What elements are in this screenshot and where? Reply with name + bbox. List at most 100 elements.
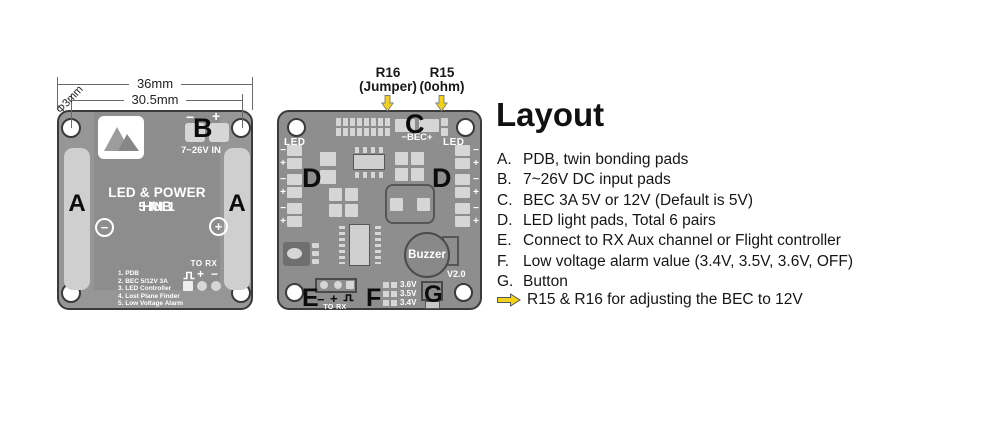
version-label: V2.0: [447, 269, 466, 279]
legend-item-e: E. Connect to RX Aux channel or Flight c…: [497, 232, 841, 250]
jumper-pad: [357, 118, 362, 126]
r16-jumper-pad-grid: [336, 118, 390, 136]
jumper-pad: [364, 118, 369, 126]
callout-r15: R15 (0ohm): [413, 65, 471, 95]
smd-pad: [320, 170, 336, 184]
mounting-hole: [454, 283, 473, 302]
legend-item-g: G. Button: [497, 273, 568, 291]
legend-key: A.: [497, 151, 512, 168]
jumper-pad: [385, 128, 390, 136]
pwm-pulse-icon: [183, 271, 195, 280]
voltage-pad: [383, 300, 389, 306]
bec-silkscreen: −BEC+: [401, 132, 433, 143]
rx-pad: [346, 281, 354, 289]
jumper-pad: [378, 118, 383, 126]
pwm-pulse-icon: [343, 294, 354, 302]
polarity-mark: −: [473, 203, 479, 214]
rx-plus-mark: +: [330, 291, 338, 306]
feature-item: 3. LED Controller: [118, 285, 172, 293]
smd-pad: [345, 188, 358, 201]
power-input-pad-pos: [209, 123, 229, 142]
smd-pad: [395, 152, 408, 165]
label-C: C: [405, 109, 425, 139]
smd-pad: [312, 259, 319, 264]
dim-tick: [57, 77, 58, 110]
buzzer: Buzzer: [404, 232, 450, 278]
jumper-pad: [350, 128, 355, 136]
smd-pad: [320, 152, 336, 166]
rx-caption: TO RX: [323, 304, 347, 311]
status-led-lens: [287, 248, 302, 259]
rx-pad: [320, 281, 328, 289]
smd-pad: [329, 188, 342, 201]
rx-connector-outline: [315, 278, 357, 293]
ic-pins: [355, 172, 383, 178]
buzzer-label: Buzzer: [408, 249, 446, 261]
jumper-pad: [378, 128, 383, 136]
legend-text: Low voltage alarm value (3.4V, 3.5V, 3.6…: [523, 253, 853, 270]
mounting-hole: [287, 118, 306, 137]
legend-item-a: A. PDB, twin bonding pads: [497, 151, 688, 169]
led-pad: [287, 174, 302, 185]
legend-text: 7~26V DC input pads: [523, 171, 671, 188]
dim-label-outer: 36mm: [129, 76, 181, 92]
r15-pad: [441, 128, 448, 136]
bec-pad-pos: [419, 119, 439, 132]
polarity-mark: −: [280, 174, 286, 185]
polarity-mark: −: [280, 203, 286, 214]
label-B: B: [193, 113, 213, 143]
polarity-mark: +: [280, 216, 286, 227]
led-pad: [455, 187, 470, 198]
to-rx-plus-pad: [197, 281, 207, 291]
jumper-pad: [336, 118, 341, 126]
yellow-right-arrow-icon: [497, 292, 521, 307]
inductor-pad: [417, 198, 430, 211]
legend-key: G.: [497, 273, 514, 290]
dim-label-inner: 30.5mm: [124, 92, 186, 108]
to-rx-minus-pad: [211, 281, 221, 291]
feature-item: 2. BEC 5/12V 3A: [118, 277, 168, 285]
smd-pad: [329, 204, 342, 217]
label-D-left: D: [302, 163, 322, 193]
dim-tick: [252, 77, 253, 110]
voltage-pad: [391, 300, 397, 306]
led-pad: [287, 187, 302, 198]
jumper-pad: [364, 128, 369, 136]
input-minus-mark: −: [186, 109, 195, 125]
legend-text: BEC 3A 5V or 12V (Default is 5V): [523, 192, 754, 209]
input-plus-mark: +: [212, 108, 221, 124]
led-pad: [287, 158, 302, 169]
legend-item-c: C. BEC 3A 5V or 12V (Default is 5V): [497, 192, 753, 210]
yellow-down-arrow-icon: [435, 95, 448, 112]
legend-key: D.: [497, 212, 513, 229]
ic-pins: [339, 226, 345, 264]
legend-title: Layout: [496, 96, 605, 133]
ic-chip: [349, 224, 370, 266]
label-E: E: [302, 284, 319, 312]
jumper-pad: [336, 128, 341, 136]
label-D-right: D: [432, 163, 452, 193]
voltage-label: 3.4V: [400, 298, 417, 307]
smd-pad: [312, 251, 319, 256]
negative-terminal-icon: −: [95, 218, 114, 237]
callout-r15-name: R15: [429, 65, 455, 80]
legend-item-f: F. Low voltage alarm value (3.4V, 3.5V, …: [497, 253, 853, 271]
jumper-pad: [371, 118, 376, 126]
led-pad: [455, 216, 470, 227]
smd-pad: [312, 243, 319, 248]
label-G: G: [424, 281, 443, 308]
board-title-line1: LED & POWER HUB: [108, 185, 206, 214]
callout-r16-sub: (Jumper): [359, 79, 417, 95]
mounting-hole: [231, 118, 251, 138]
legend-text: LED light pads, Total 6 pairs: [523, 212, 716, 229]
smd-pad: [411, 168, 424, 181]
callout-r15-sub: (0ohm): [419, 79, 465, 95]
dim-tick: [242, 94, 243, 128]
bonding-pad-left: A: [64, 148, 90, 290]
legend-text: Connect to RX Aux channel or Flight cont…: [523, 232, 841, 249]
voltage-pad: [383, 291, 389, 297]
smd-pad: [395, 168, 408, 181]
legend-key: C.: [497, 192, 513, 209]
voltage-pad: [391, 291, 397, 297]
